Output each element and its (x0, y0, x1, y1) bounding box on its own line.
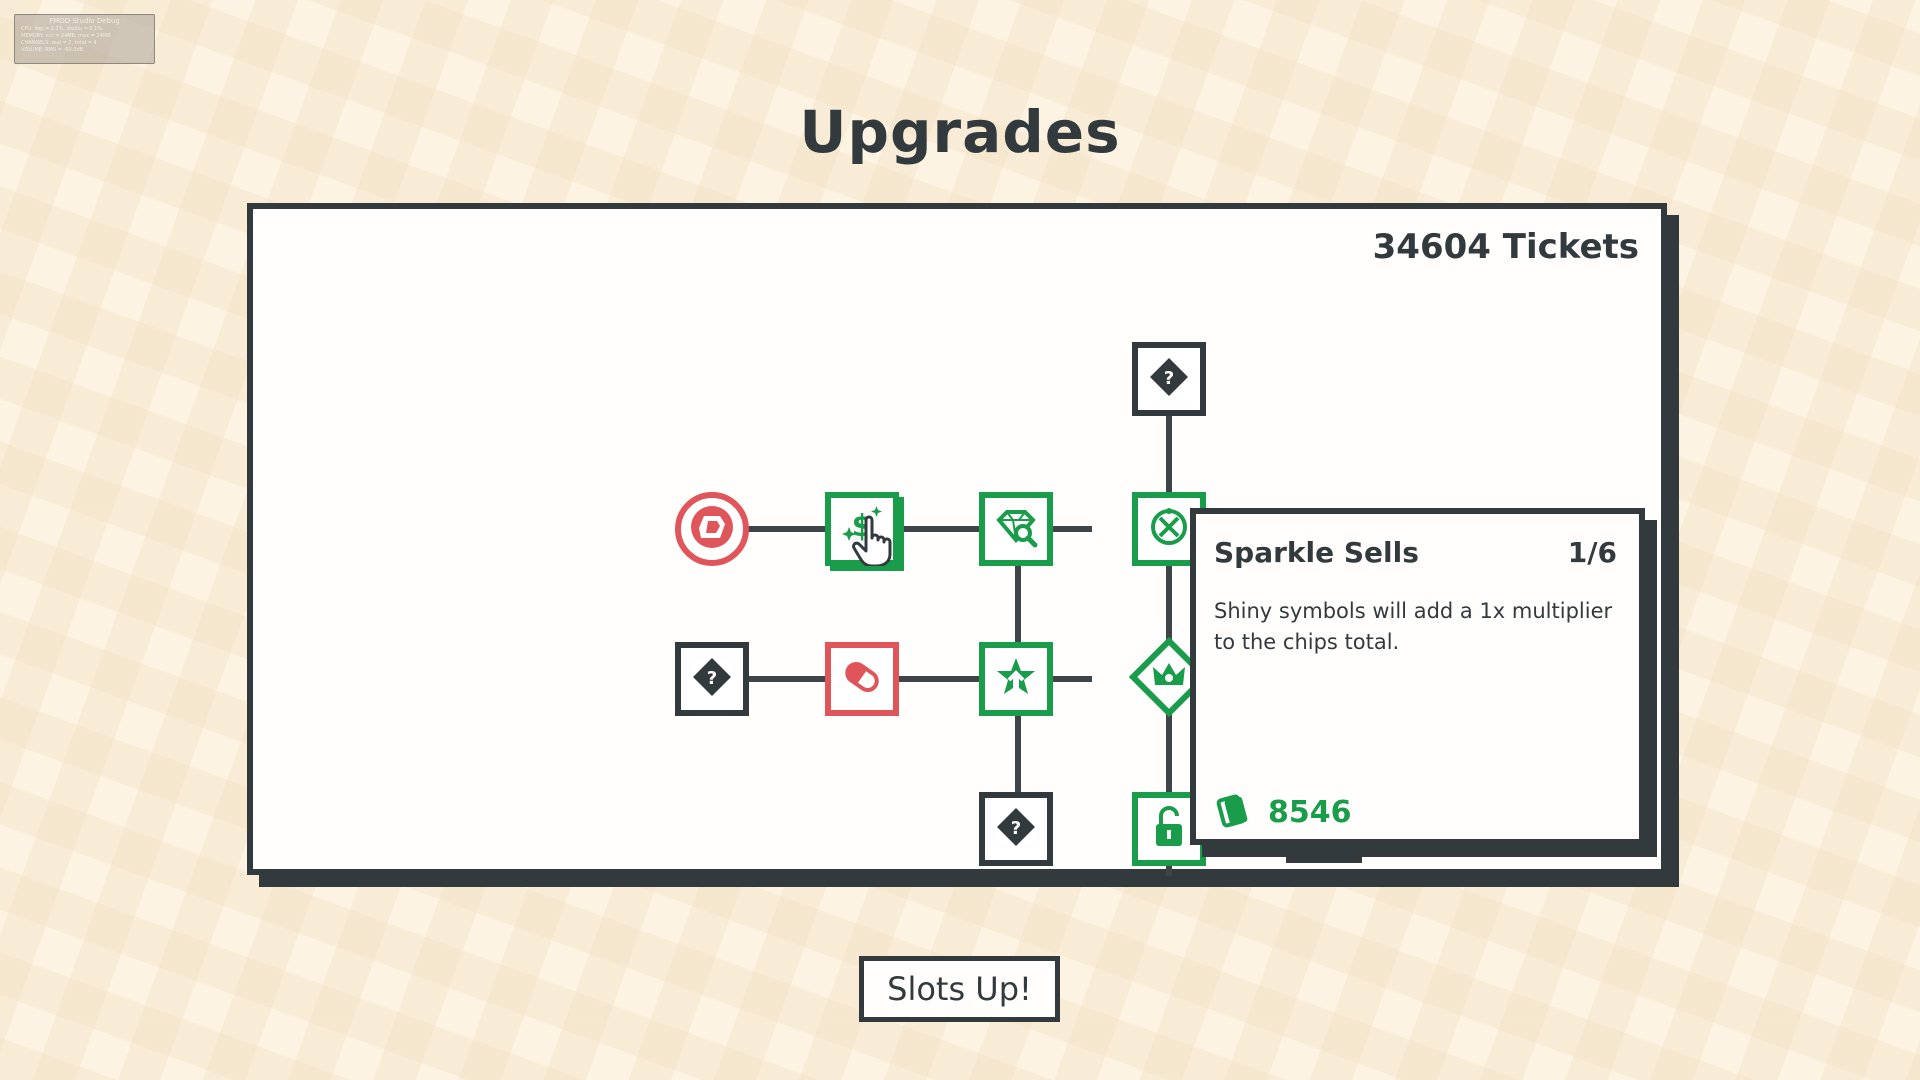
upgrade-node-hexagon[interactable] (675, 492, 749, 566)
question-diamond-icon: ? (991, 802, 1041, 856)
star-arrow-icon (991, 652, 1041, 706)
fmod-debug-overlay: FMOD Studio Debug CPU: dsp = 2.1%, studi… (14, 14, 155, 64)
slots-up-button[interactable]: Slots Up! (859, 956, 1060, 1022)
upgrade-tooltip: Sparkle Sells 1/6 Shiny symbols will add… (1190, 508, 1645, 863)
upgrade-node-gem-search[interactable] (979, 492, 1053, 566)
pill-icon (837, 652, 887, 706)
upgrade-cost-value: 8546 (1268, 794, 1352, 830)
crossed-circle-icon (1144, 502, 1194, 556)
ticket-balance: 34604 Tickets (1372, 227, 1639, 267)
debug-line: CHANNELS: real = 2, total = 4 (21, 40, 97, 46)
diamond-magnify-icon (991, 502, 1041, 556)
tooltip-foot (1286, 851, 1362, 863)
hexagon-chip-icon (687, 502, 737, 556)
svg-text:?: ? (1164, 368, 1174, 389)
upgrade-description: Shiny symbols will add a 1x multiplier t… (1214, 599, 1613, 654)
upgrade-node-left-locked[interactable]: ? (675, 642, 749, 716)
upgrade-node-pill[interactable] (825, 642, 899, 716)
question-diamond-icon: ? (687, 652, 737, 706)
upgrade-node-bottom-locked[interactable]: ? (979, 792, 1053, 866)
upgrade-node-top-locked[interactable]: ? (1132, 342, 1206, 416)
svg-text:?: ? (1011, 818, 1021, 839)
unlocked-padlock-icon (1144, 802, 1194, 856)
upgrade-cost: 8546 (1214, 792, 1352, 832)
upgrade-level: 1/6 (1567, 536, 1617, 569)
debug-line: VOLUME: RMS = -60.0dB (21, 47, 84, 53)
ticket-card-icon (1214, 792, 1268, 832)
page-title: Upgrades (799, 98, 1121, 166)
debug-line: CPU: dsp = 2.1%, studio = 0.1% (21, 26, 103, 32)
question-diamond-icon: ? (1144, 352, 1194, 406)
upgrade-name: Sparkle Sells (1214, 536, 1419, 569)
connector (712, 676, 1092, 682)
debug-line: MEMORY: cur = 24MB, max = 24MB (21, 33, 111, 39)
upgrade-node-star-tree[interactable] (979, 642, 1053, 716)
svg-text:?: ? (707, 668, 717, 689)
connector (1166, 376, 1172, 876)
hand-cursor-icon (852, 515, 892, 566)
connector (712, 526, 1092, 532)
debug-title: FMOD Studio Debug (49, 17, 120, 25)
